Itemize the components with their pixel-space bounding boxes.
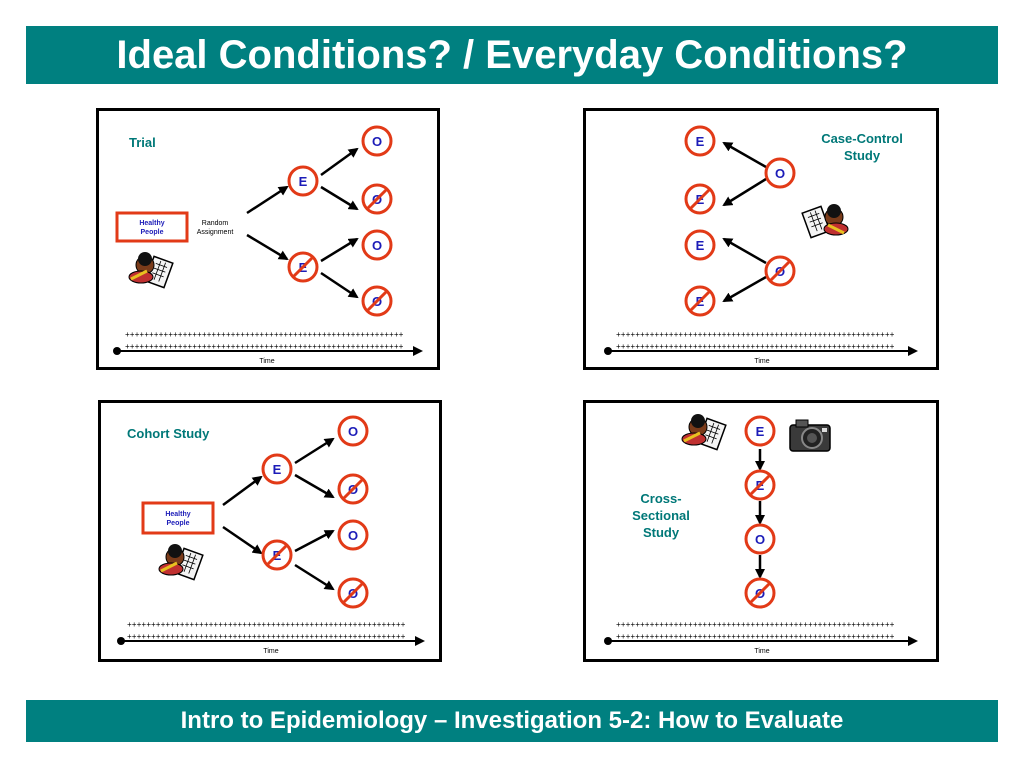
cross-sectional-title-3: Study [643,525,680,540]
outcome-node: O [361,229,393,261]
researcher-clipboard-icon [681,414,727,451]
footer-banner: Intro to Epidemiology – Investigation 5-… [26,700,998,742]
researcher-clipboard-icon [801,204,849,239]
exposed-node: E [261,453,293,485]
svg-text:E: E [299,174,308,189]
header-banner: Ideal Conditions? / Everyday Conditions? [26,26,998,84]
healthy-label-2: People [167,520,190,527]
cross-sectional-title-1: Cross- [640,491,681,506]
healthy-label-1: Healthy [165,511,190,518]
camera-icon [789,419,831,452]
plus-row: ++++++++++++++++++++++++++++++++++++++++… [127,621,406,630]
cross-sectional-panel: Cross- Sectional Study E E O O +++++++++… [583,400,939,662]
svg-text:E: E [696,134,705,149]
healthy-label-1: Healthy [139,220,164,227]
page-title: Ideal Conditions? / Everyday Conditions? [116,33,908,77]
no-outcome-node: O [744,577,776,609]
researcher-clipboard-icon [158,544,204,581]
time-label: Time [754,648,769,655]
trial-title: Trial [129,135,156,150]
outcome-node: O [337,519,369,551]
random-label-2: Assignment [197,229,234,236]
svg-text:O: O [348,528,358,543]
case-control-panel: Case-Control Study E E E E O O +++++ [583,108,939,370]
outcome-node: O [744,523,776,555]
svg-text:E: E [696,238,705,253]
no-outcome-node: O [337,473,369,505]
random-label-1: Random [202,220,229,227]
no-outcome-node: O [361,285,393,317]
unexposed-node: E [261,539,293,571]
svg-text:E: E [273,462,282,477]
time-label: Time [754,358,769,365]
unexposed-node: E [684,183,716,215]
exposed-node: E [744,415,776,447]
exposed-node: E [684,229,716,261]
no-outcome-node: O [361,183,393,215]
outcome-node: O [361,125,393,157]
case-control-title-2: Study [844,148,881,163]
trial-panel: Trial Healthy People Random Assignment E… [96,108,440,370]
no-outcome-node: O [764,255,796,287]
outcome-node: O [337,415,369,447]
plus-row: ++++++++++++++++++++++++++++++++++++++++… [616,331,895,340]
time-label: Time [259,358,274,365]
cross-sectional-title-2: Sectional [632,508,690,523]
healthy-label-2: People [141,229,164,236]
svg-text:O: O [348,424,358,439]
svg-text:O: O [775,166,785,181]
time-label: Time [263,648,278,655]
healthy-people-box [141,501,215,535]
plus-row: ++++++++++++++++++++++++++++++++++++++++… [616,633,895,642]
svg-text:O: O [372,238,382,253]
cohort-panel: Cohort Study Healthy People E E O O O [98,400,442,662]
plus-row: ++++++++++++++++++++++++++++++++++++++++… [127,633,406,642]
exposed-node: E [287,165,319,197]
case-control-title-1: Case-Control [821,131,903,146]
healthy-people-box [115,211,189,243]
plus-row: ++++++++++++++++++++++++++++++++++++++++… [616,621,895,630]
no-outcome-node: O [337,577,369,609]
researcher-clipboard-icon [128,252,174,289]
svg-text:O: O [755,532,765,547]
plus-row: ++++++++++++++++++++++++++++++++++++++++… [616,343,895,352]
unexposed-node: E [287,251,319,283]
exposed-node: E [684,125,716,157]
unexposed-node: E [684,285,716,317]
plus-row: ++++++++++++++++++++++++++++++++++++++++… [125,331,404,340]
plus-row: ++++++++++++++++++++++++++++++++++++++++… [125,343,404,352]
footer-title: Intro to Epidemiology – Investigation 5-… [180,707,844,734]
unexposed-node: E [744,469,776,501]
svg-text:O: O [372,134,382,149]
svg-text:E: E [756,424,765,439]
outcome-node: O [764,157,796,189]
cohort-title: Cohort Study [127,426,210,441]
